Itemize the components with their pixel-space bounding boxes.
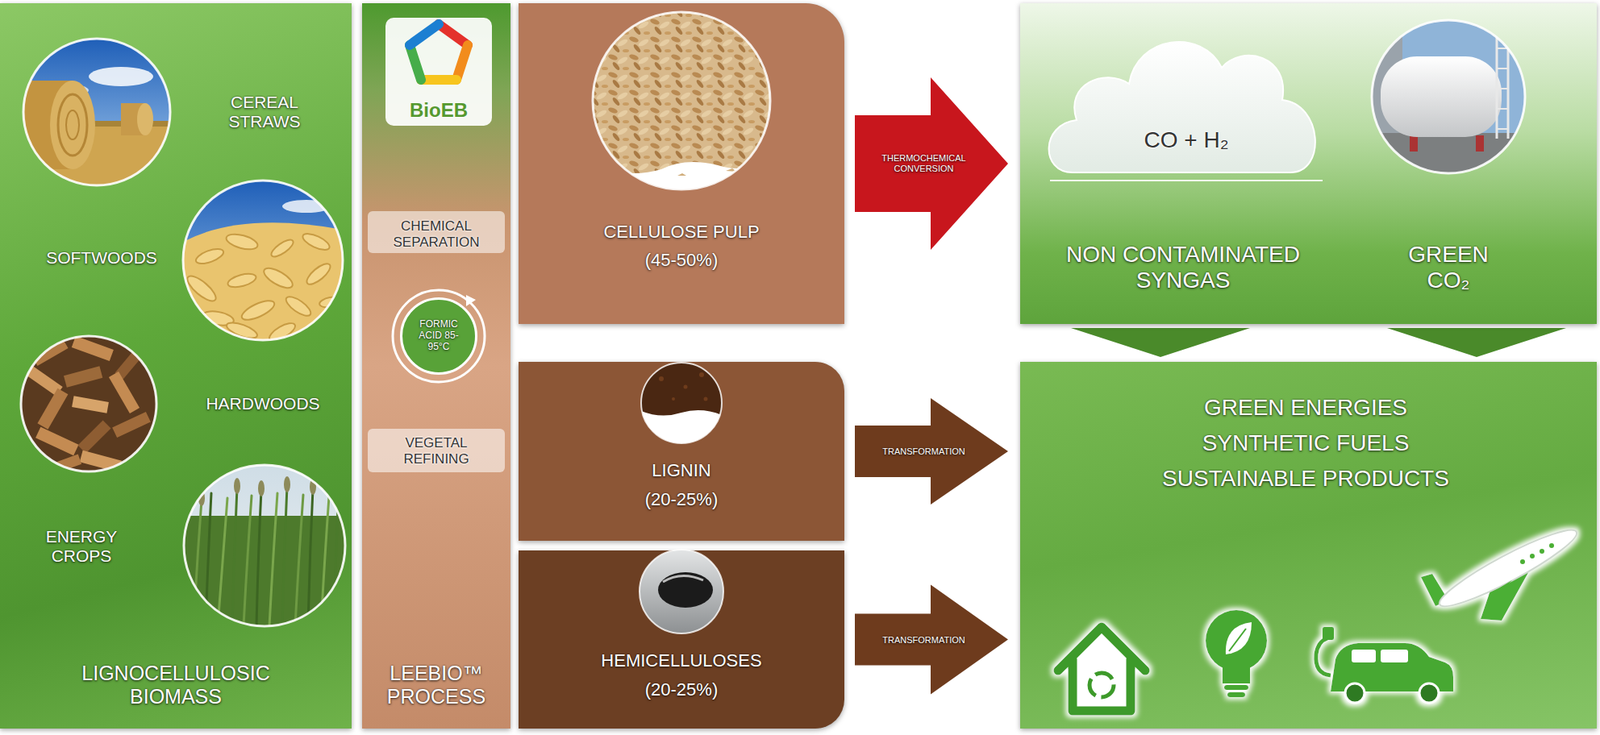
edge-label-holder: TRANSFORMATION bbox=[863, 446, 985, 458]
text-holder: SYNTHETIC FUELS bbox=[1063, 430, 1548, 457]
straw-photo bbox=[22, 38, 171, 186]
node-text: VEGETAL REFINING bbox=[371, 435, 501, 467]
node-text: GREEN CO₂ bbox=[1387, 241, 1509, 294]
node-text: HEMICELLULOSES bbox=[536, 650, 827, 671]
node-text: LEEBIO™ PROCESS bbox=[365, 662, 508, 709]
text-holder: HEMICELLULOSES bbox=[536, 650, 827, 671]
puzzle-piece bbox=[367, 429, 505, 473]
down-arrow bbox=[1070, 328, 1250, 358]
node-text: CHEMICAL SEPARATION bbox=[371, 218, 501, 250]
text-holder: VEGETAL REFINING bbox=[371, 435, 501, 467]
biomass-panel: LIGNOCELLULOSIC BIOMASS bbox=[0, 3, 352, 730]
text-holder: (20-25%) bbox=[536, 679, 827, 700]
energy-crop-photo bbox=[183, 465, 346, 627]
node-text: CO + H₂ bbox=[1105, 127, 1267, 154]
transformation-arrow bbox=[854, 398, 1009, 505]
node-text: FORMIC ACID 85-95°C bbox=[410, 319, 467, 353]
cycle-ring bbox=[392, 290, 485, 383]
cellulose-box: CELLULOSE PULP (45-50%) bbox=[518, 3, 845, 325]
syngas-panel: CO + H₂ NON CONTAMINATED SYNGAS GREEN CO₂ bbox=[1020, 3, 1597, 325]
arrow-label: TRANSFORMATION bbox=[863, 446, 985, 458]
lignin-box: LIGNIN (20-25%) bbox=[518, 362, 845, 542]
edge-label-holder: THERMOCHEMICAL CONVERSION bbox=[863, 153, 985, 174]
node-text: (20-25%) bbox=[536, 489, 827, 510]
puzzle-piece bbox=[367, 211, 505, 254]
softwood-photo bbox=[183, 180, 343, 345]
logo-ground bbox=[385, 17, 492, 126]
formic-acid-circle: FORMIC ACID 85-95°C bbox=[400, 297, 478, 375]
text-holder: LIGNIN bbox=[536, 460, 827, 481]
text-holder: LIGNOCELLULOSIC BIOMASS bbox=[46, 662, 305, 709]
node-text: LIGNOCELLULOSIC BIOMASS bbox=[46, 662, 305, 709]
edge-label-holder: TRANSFORMATION bbox=[863, 634, 985, 646]
house-icon bbox=[1058, 627, 1146, 712]
cloud-outline bbox=[1040, 19, 1333, 193]
products-panel: GREEN ENERGIES SYNTHETIC FUELS SUSTAINABLE… bbox=[1020, 362, 1597, 730]
text-holder: GREEN CO₂ bbox=[1387, 241, 1509, 294]
node-text: SUSTAINABLE PRODUCTS bbox=[1063, 466, 1548, 492]
text-holder: GREEN ENERGIES bbox=[1063, 395, 1548, 421]
transformation-arrow bbox=[854, 585, 1009, 696]
bioeb-logo bbox=[409, 24, 468, 80]
plane-icon bbox=[1420, 520, 1583, 621]
text-holder: (45-50%) bbox=[536, 250, 827, 271]
node-text: GREEN ENERGIES bbox=[1063, 395, 1548, 421]
car-icon bbox=[1316, 627, 1454, 704]
node-text: LIGNIN bbox=[536, 460, 827, 481]
node-text: SYNTHETIC FUELS bbox=[1063, 430, 1548, 457]
bulb-icon bbox=[1205, 610, 1267, 698]
thermochemical-arrow bbox=[854, 77, 1009, 250]
node-text: NON CONTAMINATED SYNGAS bbox=[1037, 241, 1329, 294]
text-holder: NON CONTAMINATED SYNGAS bbox=[1037, 241, 1329, 294]
text-holder: CELLULOSE PULP bbox=[536, 221, 827, 242]
hardwood-photo bbox=[20, 336, 157, 476]
node-text: CELLULOSE PULP bbox=[536, 221, 827, 242]
text-holder: CO + H₂ bbox=[1105, 127, 1267, 154]
arrow-label: THERMOCHEMICAL CONVERSION bbox=[863, 153, 985, 174]
text-holder: SUSTAINABLE PRODUCTS bbox=[1063, 466, 1548, 492]
process-column: FORMIC ACID 85-95°C CHEMICAL SEPARATION VE… bbox=[362, 3, 511, 730]
cycle-arrowhead bbox=[466, 295, 476, 307]
arrow-label: TRANSFORMATION bbox=[863, 634, 985, 646]
text-holder: FORMIC ACID 85-95°C bbox=[410, 319, 467, 353]
syngas-cloud: CO + H₂ bbox=[1040, 19, 1333, 193]
text-holder: (20-25%) bbox=[536, 489, 827, 510]
text-holder: CHEMICAL SEPARATION bbox=[371, 218, 501, 250]
node-text: (20-25%) bbox=[536, 679, 827, 700]
node-text: (45-50%) bbox=[536, 250, 827, 271]
hemicellulose-box: HEMICELLULOSES (20-25%) bbox=[518, 550, 845, 730]
text-holder: LEEBIO™ PROCESS bbox=[365, 662, 508, 709]
down-arrow bbox=[1387, 328, 1567, 358]
